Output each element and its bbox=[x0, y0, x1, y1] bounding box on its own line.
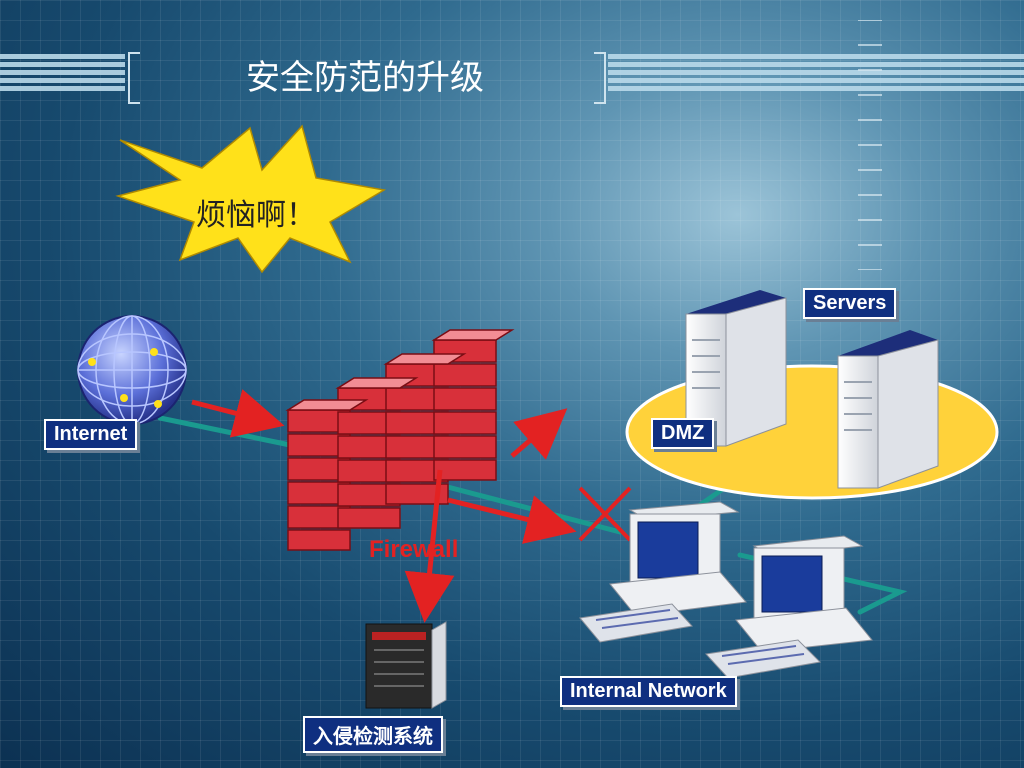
globe-icon bbox=[77, 315, 187, 425]
ids-label: 入侵检测系统 bbox=[303, 716, 443, 753]
ruler-decoration bbox=[858, 20, 882, 270]
title-bracket-right bbox=[594, 52, 606, 104]
title-bracket-left bbox=[128, 52, 140, 104]
page-title: 安全防范的升级 bbox=[246, 58, 484, 98]
internet-label: Internet bbox=[44, 419, 138, 450]
starburst-shape bbox=[115, 124, 387, 274]
workstation-icon bbox=[704, 535, 873, 679]
header-stripes-right bbox=[608, 54, 1024, 98]
server-icon bbox=[837, 330, 939, 489]
servers-label: Servers bbox=[803, 288, 897, 319]
burst-text: 烦恼啊！ bbox=[196, 198, 316, 233]
dmz-label: DMZ bbox=[651, 418, 715, 449]
workstation-icon bbox=[579, 501, 747, 643]
header-stripes-left bbox=[0, 54, 125, 98]
internal-network-label: Internal Network bbox=[560, 676, 737, 707]
firewall-label: Firewall bbox=[369, 536, 459, 563]
firewall-icon bbox=[285, 329, 515, 551]
blocked-cross-icon bbox=[578, 486, 632, 542]
traffic-arrows bbox=[191, 389, 577, 623]
ids-server-icon bbox=[365, 621, 447, 709]
